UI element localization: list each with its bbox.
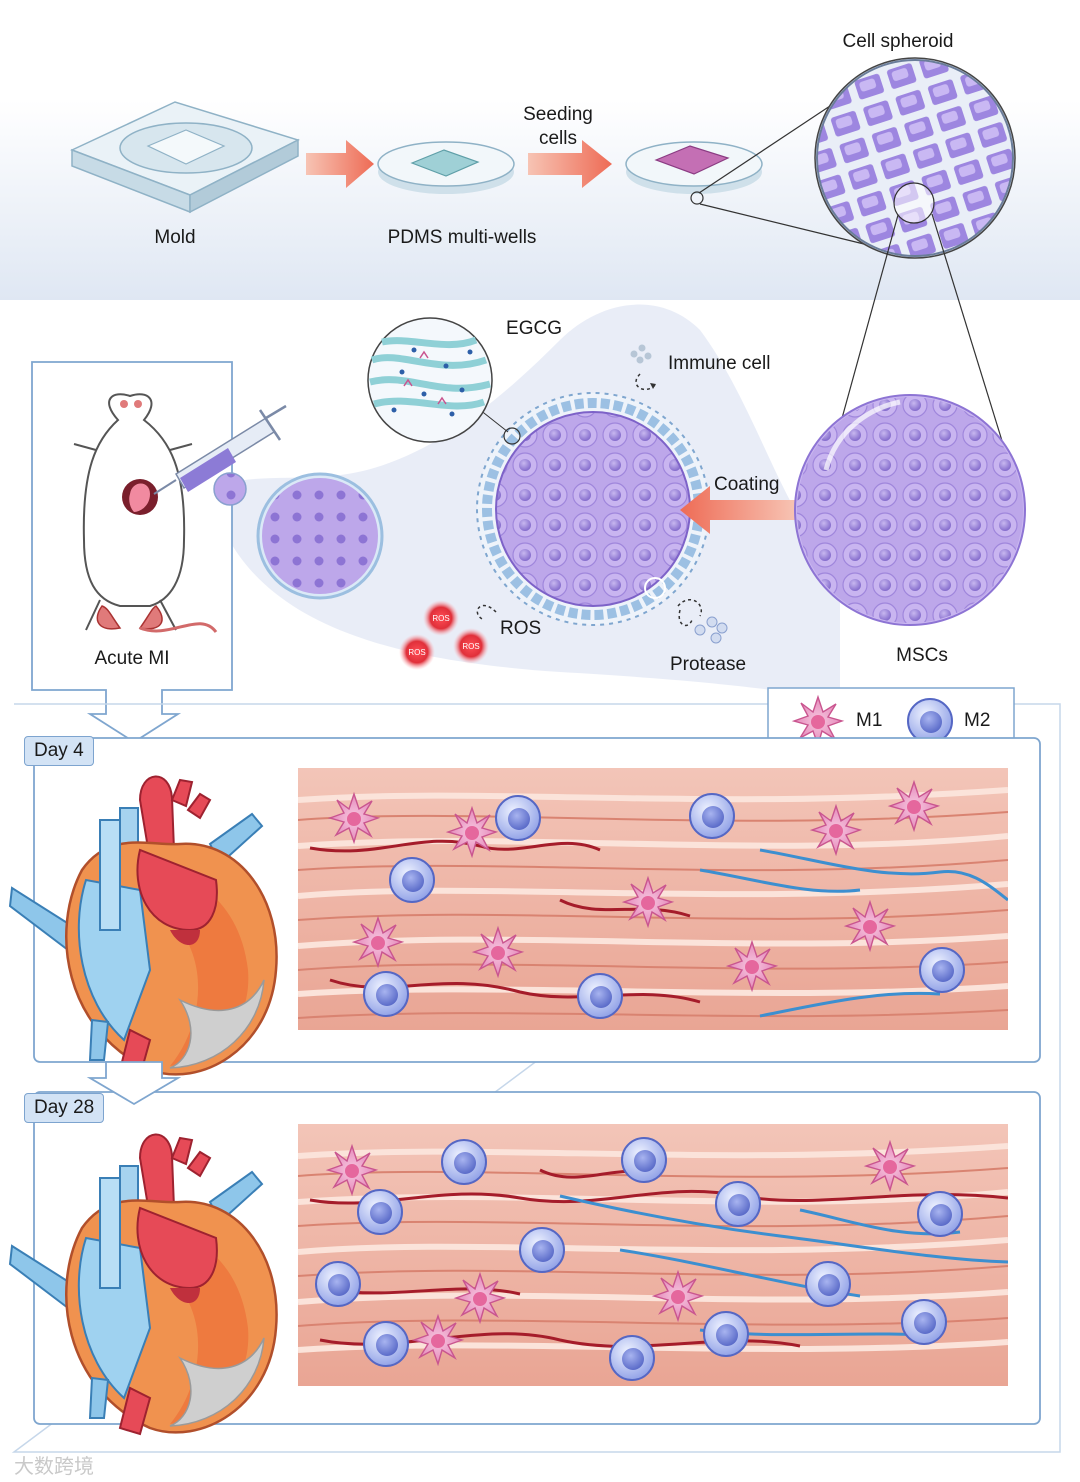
day28-badge: Day 28 — [24, 1093, 105, 1123]
zoom-line-1 — [698, 101, 837, 194]
arrow-wells-to-seeded — [528, 140, 612, 188]
egcg-magnifier — [367, 317, 509, 443]
mold-label: Mold — [154, 227, 196, 248]
acute-mi-label: Acute MI — [94, 648, 170, 669]
pdms-disc-illustration — [377, 141, 515, 194]
coating-arrow — [680, 486, 796, 534]
pdms-multi-wells-label: PDMS multi-wells — [387, 227, 537, 248]
day4-to-day28-arrow — [86, 1061, 182, 1106]
zoom-line-2 — [699, 203, 869, 246]
coated-spheroid — [476, 392, 710, 626]
immune-cell-label: Immune cell — [668, 353, 771, 374]
zoom-line-3 — [835, 214, 899, 441]
legend-m1-label: M1 — [856, 710, 883, 731]
ros-particles — [399, 600, 489, 670]
cell-spheroid-label: Cell spheroid — [842, 31, 954, 52]
watermark-text: 大数跨境 — [14, 1456, 94, 1478]
ros-particle-text-2: ROS — [408, 648, 425, 657]
msc-spheroid — [794, 394, 1026, 626]
egcg-label: EGCG — [506, 318, 562, 339]
day4-badge: Day 4 — [24, 736, 94, 766]
rat-illustration — [73, 393, 218, 633]
immune-cell-particles — [630, 344, 657, 391]
coating-label: Coating — [714, 474, 780, 495]
arrow-mold-to-wells — [306, 140, 374, 188]
seeded-disc-illustration — [625, 141, 763, 205]
syringe-illustration — [153, 404, 287, 495]
seeding-cells-label: Seeding cells — [523, 104, 593, 149]
ros-label: ROS — [500, 618, 542, 639]
mscs-label: MSCs — [896, 645, 948, 666]
protease-label: Protease — [669, 654, 747, 675]
zoom-line-4 — [931, 213, 1004, 445]
ros-particle-text-1: ROS — [432, 614, 449, 623]
protease-particles — [677, 599, 728, 644]
spheroid-grid-magnifier — [814, 57, 1016, 259]
injected-particle — [213, 472, 247, 506]
ros-particle-text-3: ROS — [462, 642, 479, 651]
legend-m2-label: M2 — [964, 710, 991, 731]
mold-illustration — [70, 101, 300, 214]
small-spheroid — [256, 472, 384, 600]
ros-arrow — [476, 604, 497, 621]
